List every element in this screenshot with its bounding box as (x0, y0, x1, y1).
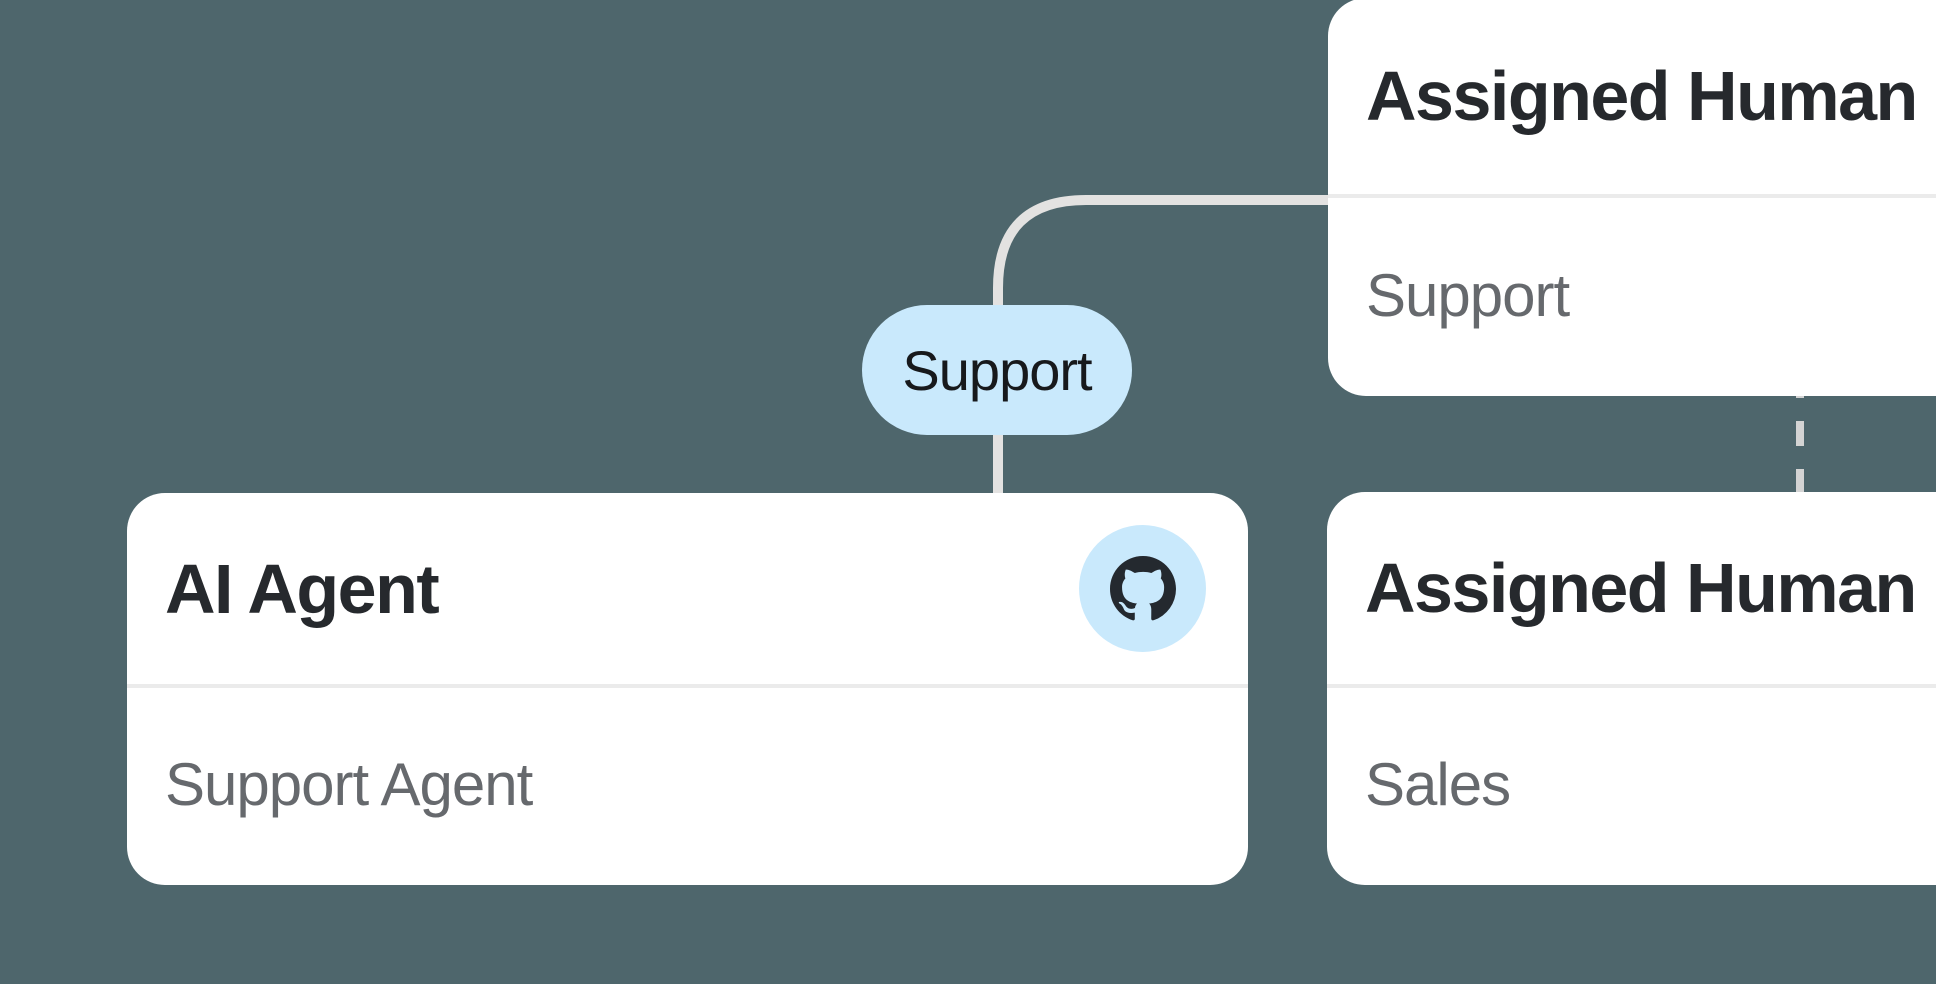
node-subtitle: Support Agent (165, 751, 533, 818)
edge-label-pill-support[interactable]: Support (862, 305, 1132, 435)
node-title: Assigned Human (1366, 57, 1918, 135)
node-assigned-human-support[interactable]: Assigned Human Support (1328, 0, 1936, 396)
node-subtitle: Sales (1365, 751, 1511, 818)
node-ai-agent[interactable]: AI Agent Support Agent (127, 493, 1248, 885)
github-icon-badge (1079, 525, 1206, 652)
node-body: Support (1328, 198, 1936, 392)
node-body: Sales (1327, 688, 1936, 881)
github-icon (1109, 555, 1176, 620)
node-assigned-human-sales[interactable]: Assigned Human Sales (1327, 492, 1936, 885)
node-header: Assigned Human (1328, 0, 1936, 198)
elbow-connector-line (993, 195, 1330, 498)
node-title: Assigned Human (1365, 549, 1917, 627)
node-title: AI Agent (165, 549, 440, 628)
node-header: Assigned Human (1327, 492, 1936, 688)
node-body: Support Agent (127, 688, 1248, 881)
edge-label-text: Support (902, 338, 1092, 402)
node-subtitle: Support (1366, 261, 1570, 329)
node-header: AI Agent (127, 493, 1248, 688)
